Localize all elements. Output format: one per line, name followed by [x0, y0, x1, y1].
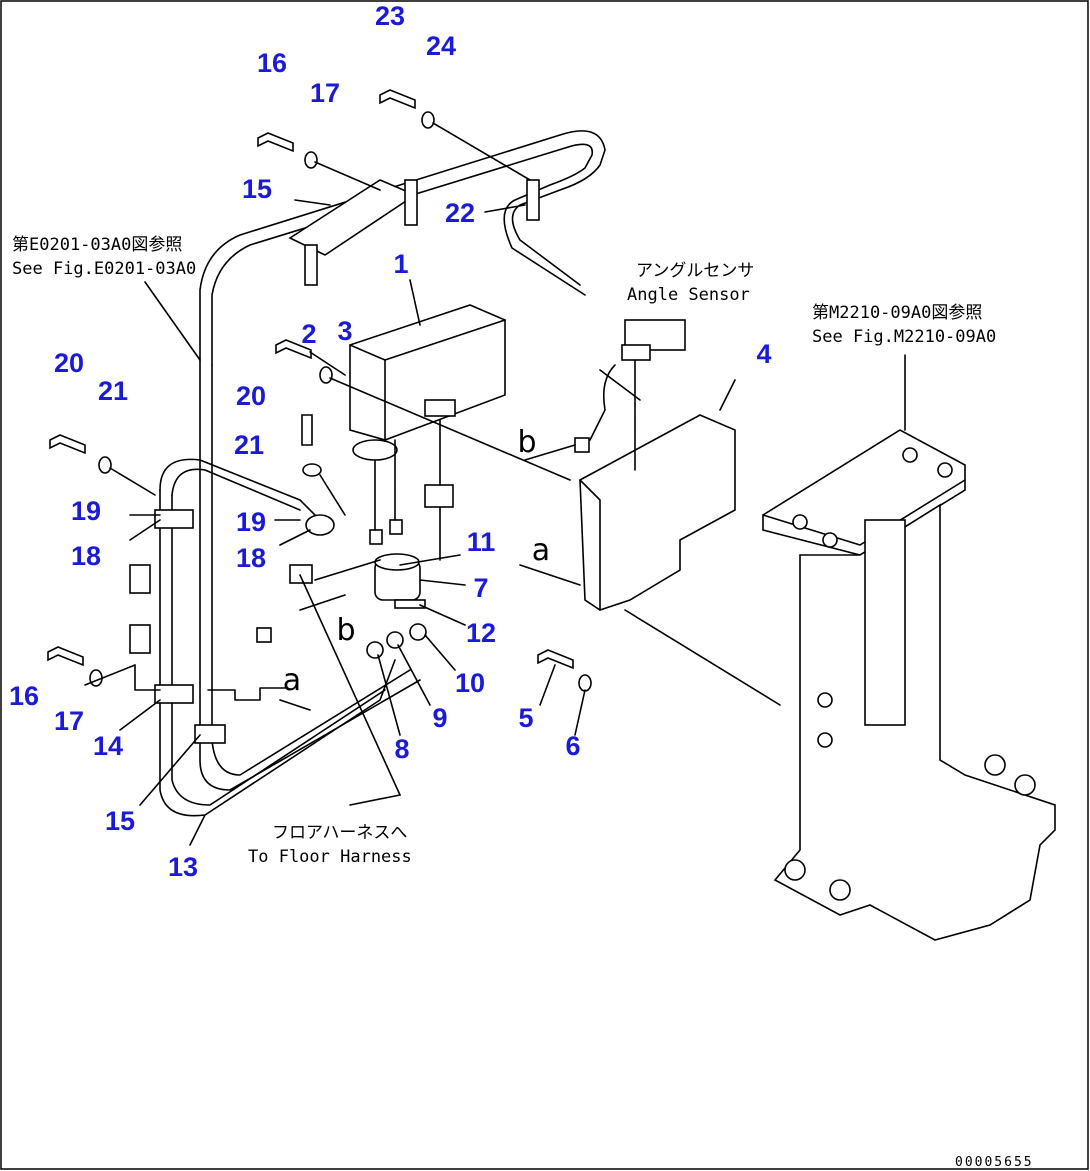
callout-16: 16: [257, 48, 287, 78]
floor-harness-en: To Floor Harness: [248, 847, 412, 867]
connector-b-right: [574, 437, 590, 453]
callout-18: 18: [236, 543, 266, 573]
connector-top: [424, 399, 456, 417]
callout-21: 21: [234, 430, 264, 460]
callout-14: 14: [93, 731, 123, 761]
grommet: [352, 439, 398, 461]
lower-harness: [129, 359, 421, 817]
connection-letter-b: b: [336, 613, 355, 648]
clamp-14: [154, 684, 194, 704]
ref-right-jp: 第M2210-09A0図参照: [812, 303, 982, 323]
callout-19: 19: [236, 507, 266, 537]
ref-right-en: See Fig.M2210-09A0: [812, 327, 996, 347]
callout-4: 4: [756, 339, 771, 369]
connector-b-left: [256, 627, 272, 643]
callout-20: 20: [54, 348, 84, 378]
callout-6: 6: [565, 731, 580, 761]
callout-5: 5: [518, 703, 533, 733]
column-frame: [762, 429, 1056, 941]
callout-16: 16: [9, 681, 39, 711]
clamp-15-lower: [194, 724, 226, 744]
connector-18: [289, 564, 313, 584]
callout-20: 20: [236, 381, 266, 411]
connection-letter-a: a: [283, 663, 301, 698]
fasteners: [47, 89, 592, 692]
floor-harness-jp: フロアハーネスへ: [272, 823, 407, 843]
grommet-19: [305, 514, 335, 536]
callout-13: 13: [168, 852, 198, 882]
callout-11: 11: [467, 527, 496, 557]
callout-24: 24: [426, 31, 456, 61]
callout-18: 18: [71, 541, 101, 571]
callout-10: 10: [455, 668, 485, 698]
ref-left-en: See Fig.E0201-03A0: [12, 259, 196, 279]
callout-17: 17: [310, 78, 340, 108]
callout-7: 7: [473, 573, 488, 603]
callout-8: 8: [394, 734, 409, 764]
callout-19: 19: [71, 496, 101, 526]
callout-2: 2: [301, 319, 316, 349]
callout-12: 12: [466, 618, 496, 648]
relay-7: [366, 553, 427, 659]
drawing-code: 00005655: [955, 1155, 1034, 1170]
connection-letter-a: a: [532, 533, 550, 568]
connector-left-2: [129, 624, 151, 654]
connector-left-1: [129, 564, 151, 594]
callout-15: 15: [242, 174, 272, 204]
bracket-15-top: [288, 179, 417, 256]
clamp-top: [404, 179, 418, 226]
callout-1: 1: [393, 249, 408, 279]
angle-sensor-en: Angle Sensor: [627, 285, 750, 305]
clamp-upper-left: [304, 244, 318, 286]
connection-letter-b: b: [517, 425, 536, 460]
bracket-plate-4: [574, 319, 736, 611]
ref-left-jp: 第E0201-03A0図参照: [12, 235, 182, 255]
clamp-18-left: [154, 509, 194, 529]
callout-9: 9: [432, 703, 447, 733]
controller-1: [349, 304, 506, 561]
callout-23: 23: [375, 1, 405, 31]
callout-3: 3: [337, 316, 352, 346]
callout-15: 15: [105, 806, 135, 836]
callout-22: 22: [445, 198, 475, 228]
callout-21: 21: [98, 376, 128, 406]
connector-large: [424, 484, 454, 508]
leader-lines: [84, 122, 906, 846]
clamp-22: [526, 179, 540, 221]
upper-harness: [199, 130, 606, 366]
callout-17: 17: [54, 706, 84, 736]
angle-sensor-jp: アングルセンサ: [636, 261, 754, 281]
